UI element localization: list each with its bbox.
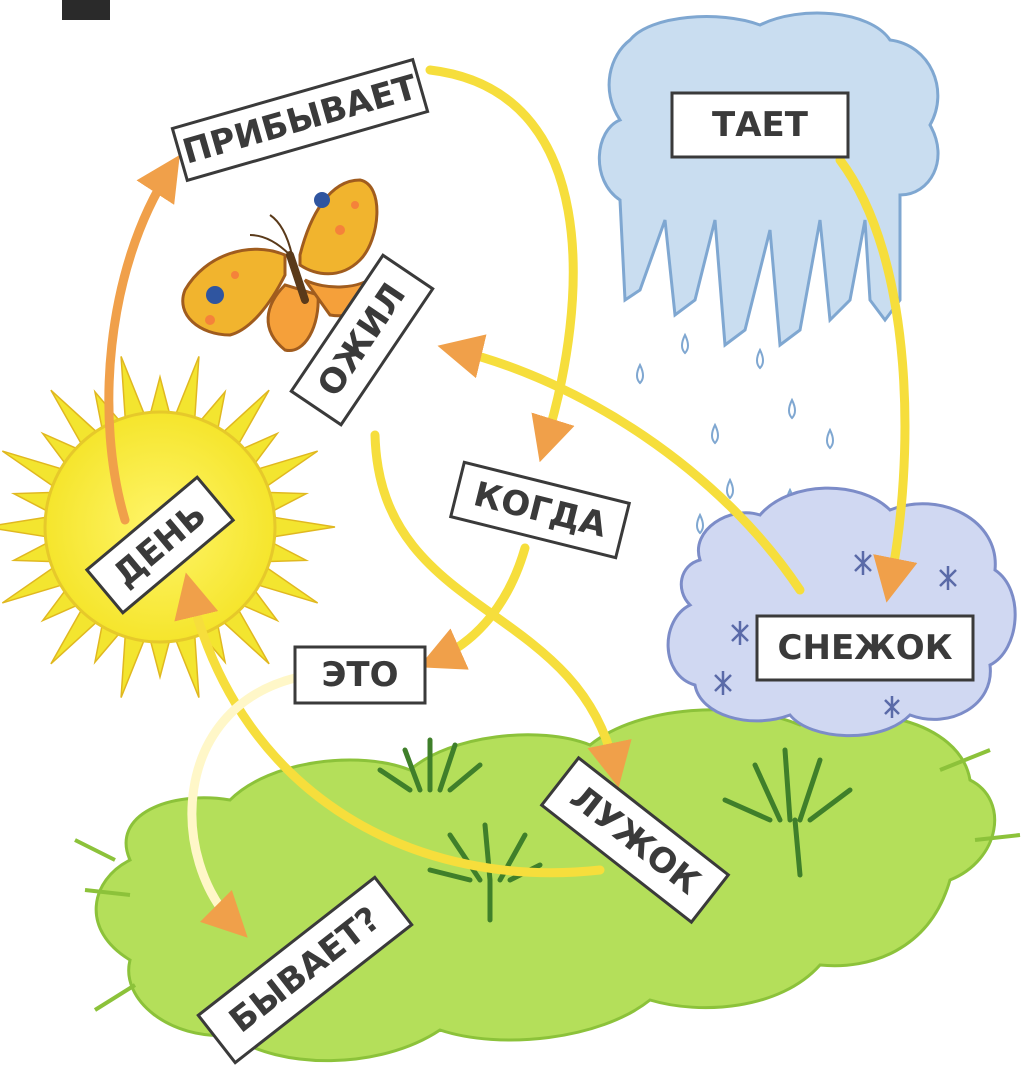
label-snezhok: СНЕЖОК (757, 616, 973, 680)
label-pribyvaet: ПРИБЫВАЕТ (172, 60, 427, 181)
label-kogda: КОГДА (451, 462, 629, 557)
sun-ray (150, 639, 170, 677)
arrow-pribyvaet-to-kogda (430, 70, 573, 445)
label-eto: ЭТО (295, 647, 425, 703)
label-taet: ТАЕТ (672, 93, 848, 157)
label-taet-text: ТАЕТ (712, 105, 809, 145)
label-snezhok-text: СНЕЖОК (778, 628, 953, 668)
sun-ray (272, 517, 335, 537)
sun-ray (121, 356, 145, 420)
corner-block (62, 0, 110, 20)
sun-ray (150, 377, 170, 415)
sun-ray (175, 634, 199, 698)
sun-ray (0, 517, 48, 537)
sun-ray (175, 356, 199, 420)
sun-ray (121, 634, 145, 698)
label-eto-text: ЭТО (321, 655, 398, 695)
snow-cloud-icon (668, 488, 1015, 736)
label-ozhil: ОЖИЛ (291, 255, 432, 425)
